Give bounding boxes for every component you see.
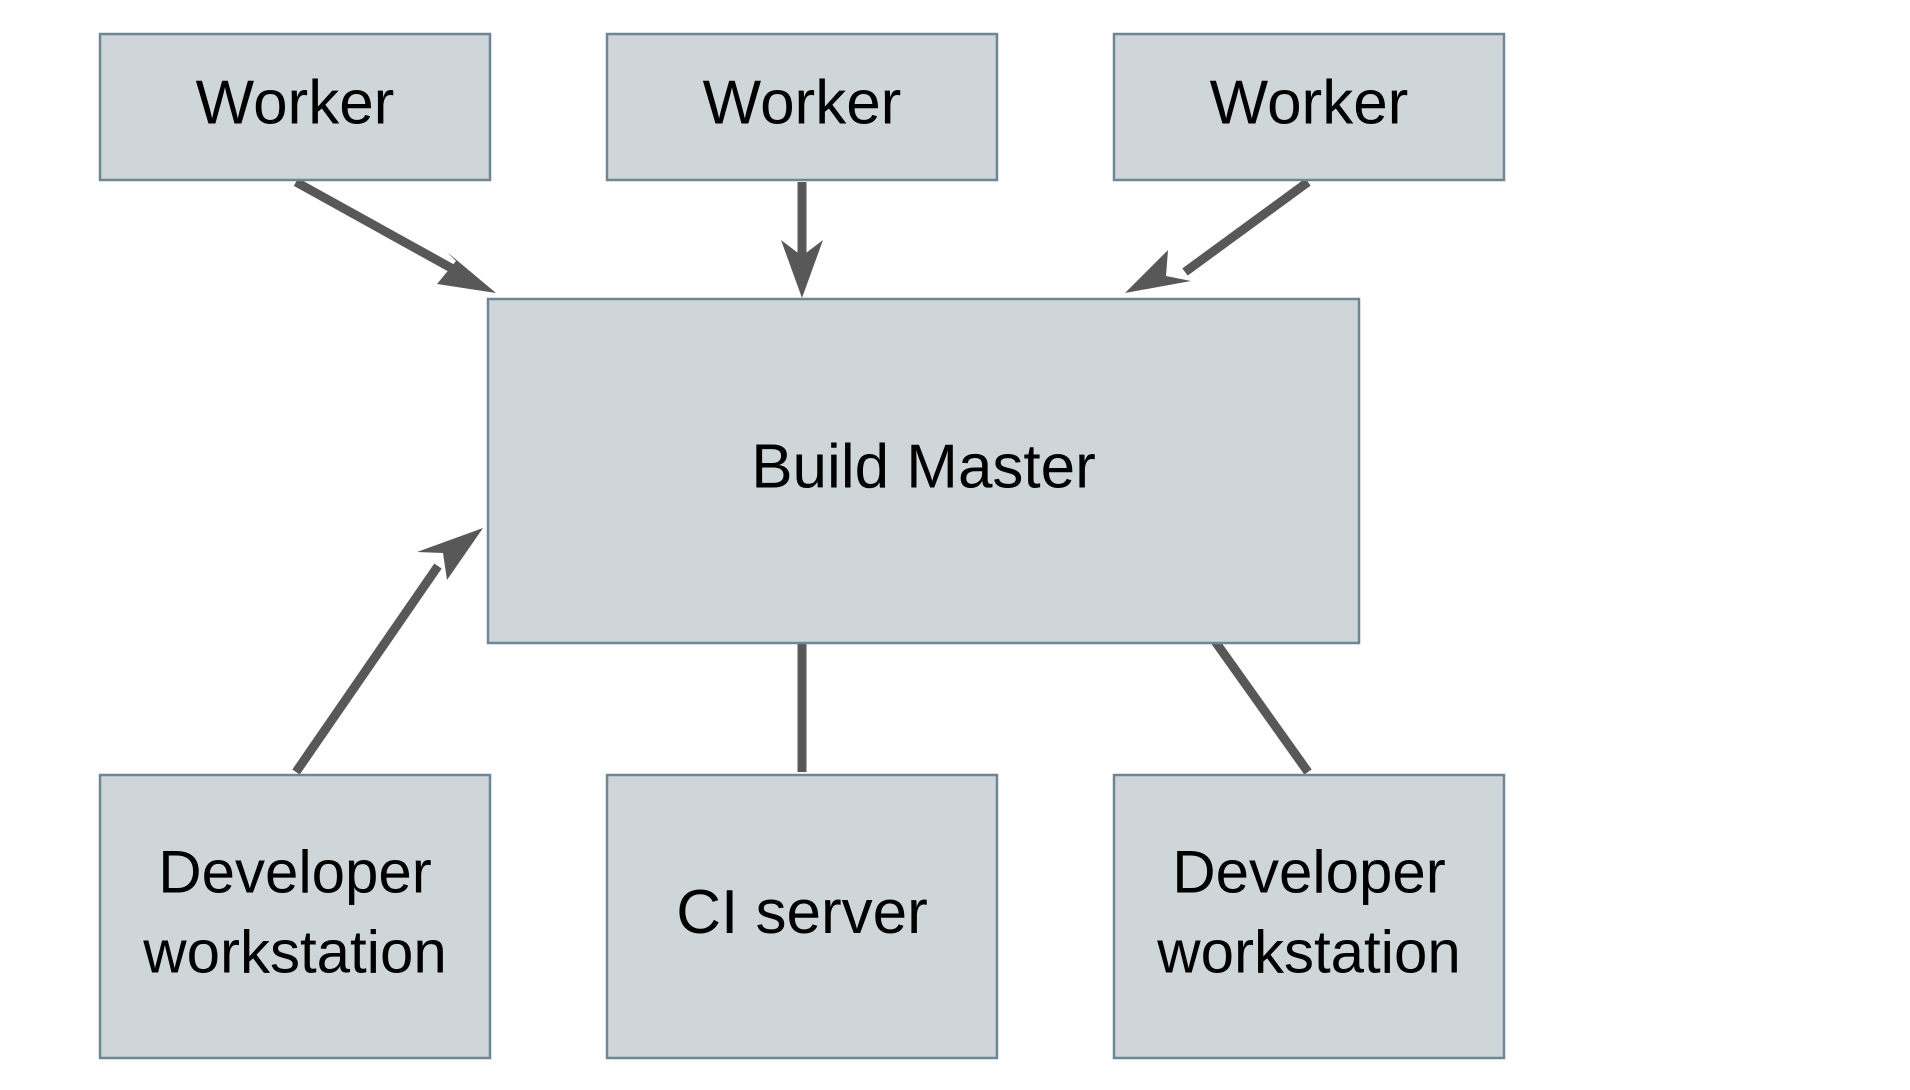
node-label: Worker <box>1210 68 1409 137</box>
edge-worker-3-to-build-master <box>1125 178 1311 293</box>
node-label-line-2: workstation <box>1156 918 1460 985</box>
node-label-line-2: workstation <box>142 918 446 985</box>
node-build-master[interactable]: Build Master <box>486 297 1361 645</box>
edge-line <box>292 563 442 775</box>
arrowhead-icon <box>781 240 823 298</box>
edge-line <box>1182 178 1311 276</box>
node-box[interactable] <box>98 773 492 1060</box>
edge-worker-2-to-build-master <box>781 182 823 298</box>
node-developer-workstation-left[interactable]: Developer workstation <box>98 773 492 1060</box>
node-label: Worker <box>196 68 395 137</box>
node-label: CI server <box>676 878 927 947</box>
edge-worker-1-to-build-master <box>293 178 496 293</box>
node-box[interactable] <box>1112 32 1506 182</box>
arrowhead-icon <box>1125 250 1191 293</box>
node-label: Worker <box>703 68 902 137</box>
node-worker-3[interactable]: Worker <box>1112 32 1506 182</box>
edge-line <box>293 178 465 278</box>
arrowhead-icon <box>417 528 483 580</box>
node-label: Build Master <box>751 432 1096 501</box>
arrowhead-icon <box>437 252 496 293</box>
node-box[interactable] <box>98 32 492 182</box>
node-label-line-1: Developer <box>158 838 432 905</box>
node-box[interactable] <box>605 773 999 1060</box>
node-developer-workstation-right[interactable]: Developer workstation <box>1112 773 1506 1060</box>
node-ci-server[interactable]: CI server <box>605 773 999 1060</box>
node-label-line-1: Developer <box>1172 838 1446 905</box>
node-worker-2[interactable]: Worker <box>605 32 999 182</box>
node-box[interactable] <box>486 297 1361 645</box>
edge-developer-workstation-left-to-build-master <box>292 528 483 775</box>
node-worker-1[interactable]: Worker <box>98 32 492 182</box>
node-box[interactable] <box>1112 773 1506 1060</box>
node-box[interactable] <box>605 32 999 182</box>
